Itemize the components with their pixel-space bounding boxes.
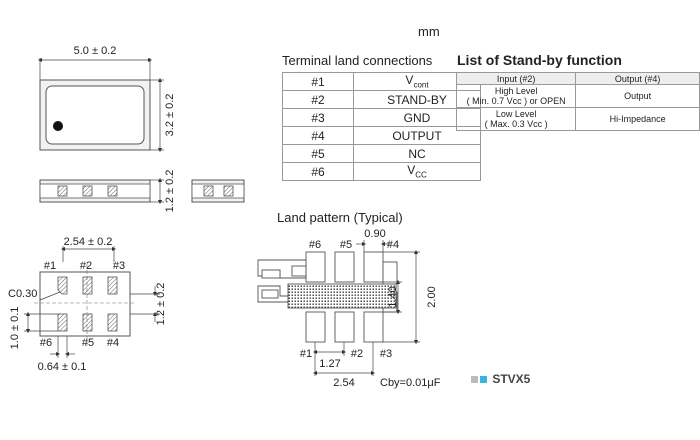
land-total-height-label: 2.00	[426, 286, 438, 307]
brand-name: STVX5	[492, 372, 531, 386]
package-bottom-view: 2.54 ± 0.2 #1 #2 #3 C0.30 1.0 ± 0.1 1.2 …	[8, 236, 167, 373]
bottom-pin-3-label: #3	[113, 260, 125, 272]
brand-gray-square	[471, 376, 478, 383]
land-pin-1-label: #1	[300, 348, 312, 360]
terminal-table-title: Terminal land connections	[282, 53, 433, 68]
terminal-pin-cell: #2	[282, 90, 354, 109]
land-pin-3-label: #3	[380, 348, 392, 360]
bottom-pin-6-label: #6	[40, 337, 52, 349]
bottom-pin-1-label: #1	[44, 260, 56, 272]
terminal-function-name: NC	[408, 146, 426, 161]
standby-input-line2: ( Max. 0.3 Vcc )	[484, 119, 548, 129]
bottom-pin-4-label: #4	[107, 337, 119, 349]
bottom-pin-2-label: #2	[80, 260, 92, 272]
table-row: #1 Vcont	[282, 72, 481, 91]
land-inner-gap-label: 1.40	[387, 286, 399, 307]
brand-label: STVX5	[471, 372, 530, 386]
pad-height-dimension: 1.0 ± 0.1	[9, 307, 21, 350]
standby-input-line1: High Level	[494, 86, 538, 96]
table-row: #5 NC	[282, 144, 481, 163]
standby-output-cell: Hi-Impedance	[575, 107, 700, 131]
pad-width-dimension: 0.64 ± 0.1	[38, 361, 87, 373]
terminal-function-subscript: CC	[415, 170, 427, 180]
land-pin-5-label: #5	[340, 239, 352, 251]
terminal-function-name: STAND-BY	[387, 92, 447, 107]
terminal-pin-cell: #5	[282, 144, 354, 163]
width-dimension: 5.0 ± 0.2	[74, 45, 117, 57]
standby-header-output: Output (#4)	[575, 72, 700, 85]
standby-table-title: List of Stand-by function	[457, 52, 622, 68]
land-pattern-drawing: Land pattern (Typical) #6 #5 #4 0.90 1.4…	[257, 210, 441, 389]
table-row: High Level ( Min. 0.7 Vcc ) or OPEN Outp…	[455, 84, 700, 108]
land-span-label: 2.54	[333, 377, 354, 389]
table-row: Low Level ( Max. 0.3 Vcc ) Hi-Impedance	[455, 107, 700, 131]
terminal-function-name: OUTPUT	[392, 128, 442, 143]
land-pitch-label: 1.27	[319, 358, 340, 370]
bypass-capacitor-area	[287, 283, 397, 309]
terminal-pin-cell: #6	[282, 162, 354, 181]
corner-chamfer-label: C0.30	[8, 288, 37, 300]
terminal-function-name: V	[405, 73, 414, 88]
terminal-function-name: V	[407, 163, 416, 178]
standby-header-input: Input (#2)	[455, 72, 577, 85]
pitch-dimension: 2.54 ± 0.2	[64, 236, 113, 248]
bottom-pin-5-label: #5	[82, 337, 94, 349]
terminal-function-name: GND	[403, 110, 431, 125]
standby-input-line2: ( Min. 0.7 Vcc ) or OPEN	[466, 96, 566, 106]
standby-input-cell: Low Level ( Max. 0.3 Vcc )	[455, 107, 577, 131]
terminal-pin-cell: #4	[282, 126, 354, 145]
land-pin-4-label: #4	[387, 239, 399, 251]
standby-output-cell: Output	[575, 84, 700, 108]
span-dimension: 1.2 ± 0.2	[155, 283, 167, 326]
standby-input-cell: High Level ( Min. 0.7 Vcc ) or OPEN	[455, 84, 577, 108]
table-row: #2 STAND-BY	[282, 90, 481, 109]
terminal-function-cell: NC	[353, 144, 481, 163]
terminal-pin-cell: #1	[282, 72, 354, 91]
table-row: #4 OUTPUT	[282, 126, 481, 145]
pin1-marker-dot	[53, 121, 63, 131]
package-top-view: 5.0 ± 0.2 3.2 ± 0.2	[37, 45, 176, 153]
land-pin-6-label: #6	[309, 239, 321, 251]
land-pattern-title: Land pattern (Typical)	[277, 210, 403, 225]
land-pad-width-label: 0.90	[364, 228, 385, 240]
table-row: #3 GND	[282, 108, 481, 127]
package-side-view: 1.2 ± 0.2	[39, 170, 245, 213]
terminal-function-cell: VCC	[353, 162, 481, 181]
terminal-function-subscript: cont	[413, 80, 429, 90]
brand-blue-square	[480, 376, 487, 383]
thickness-dimension: 1.2 ± 0.2	[164, 170, 176, 213]
standby-input-line1: Low Level	[495, 109, 537, 119]
land-pin-2-label: #2	[351, 348, 363, 360]
unit-label: mm	[418, 24, 440, 39]
terminal-pin-cell: #3	[282, 108, 354, 127]
bypass-capacitor-label: Cby=0.01μF	[380, 377, 441, 389]
height-dimension: 3.2 ± 0.2	[164, 94, 176, 137]
standby-table: Input (#2) Output (#4) High Level ( Min.…	[455, 72, 700, 131]
